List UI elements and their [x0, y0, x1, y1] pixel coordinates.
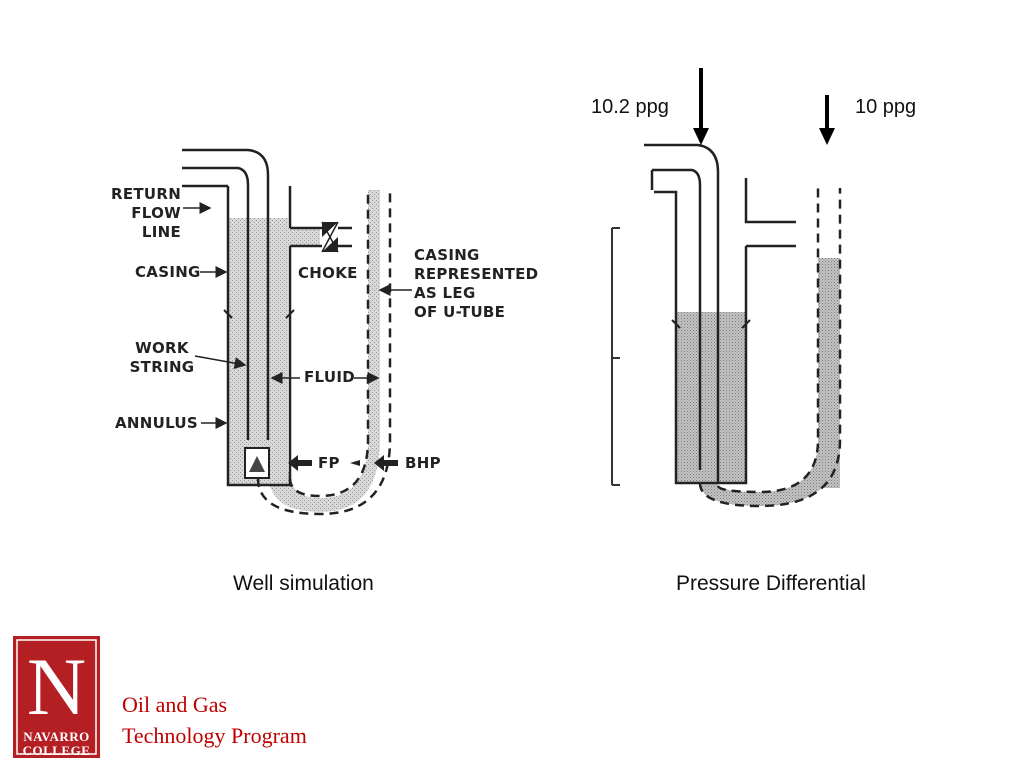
- logo-line: NAVARRO: [23, 729, 90, 744]
- bhp-arrow: [374, 455, 398, 471]
- program-line: Technology Program: [122, 723, 307, 748]
- pressure-differential-caption: Pressure Differential: [676, 572, 866, 595]
- label-line: CASING: [414, 246, 480, 264]
- well-simulation-caption: Well simulation: [233, 572, 374, 595]
- fp-label: FP: [318, 454, 340, 472]
- u-tube-fluid: [268, 190, 380, 512]
- label-line: LINE: [141, 223, 181, 241]
- left-density-label: 10.2 ppg: [591, 96, 669, 118]
- fp-arrow: [288, 455, 312, 471]
- return-flow-line-label: RETURN FLOW LINE: [111, 185, 181, 242]
- logo-line: COLLEGE: [22, 743, 91, 758]
- casing-label: CASING: [135, 263, 201, 281]
- label-line: AS LEG: [414, 284, 476, 302]
- college-logo: N NAVARRO COLLEGE: [13, 636, 100, 758]
- label-line: WORK: [135, 339, 189, 357]
- choke-line-fluid: [288, 228, 320, 246]
- fluid-label: FLUID: [304, 368, 355, 386]
- label-line: STRING: [129, 358, 195, 376]
- label-line: FLOW: [131, 204, 181, 222]
- casing-leg-label: CASING REPRESENTED AS LEG OF U-TUBE: [414, 246, 538, 322]
- annulus-label: ANNULUS: [115, 414, 199, 432]
- label-line: REPRESENTED: [414, 265, 539, 283]
- right-density-label: 10 ppg: [855, 96, 917, 118]
- drill-bit: [244, 447, 270, 479]
- work-string-label: WORK STRING: [129, 339, 195, 377]
- label-line: OF U-TUBE: [414, 303, 506, 321]
- annulus-fluid-level: [676, 312, 746, 483]
- label-line: RETURN: [111, 185, 182, 203]
- program-name: Oil and Gas Technology Program: [122, 689, 307, 751]
- well-simulation-diagram: [182, 148, 412, 516]
- work-string-fluid: [247, 218, 267, 448]
- program-line: Oil and Gas: [122, 692, 228, 717]
- bhp-label: BHP: [405, 454, 441, 472]
- navarro-logo: [13, 636, 100, 758]
- return-flow-line: [182, 148, 270, 440]
- choke-label: CHOKE: [298, 264, 358, 282]
- u-tube-leg: [256, 190, 392, 516]
- pressure-differential-diagram: [611, 68, 842, 508]
- logo-letter: N: [26, 641, 87, 732]
